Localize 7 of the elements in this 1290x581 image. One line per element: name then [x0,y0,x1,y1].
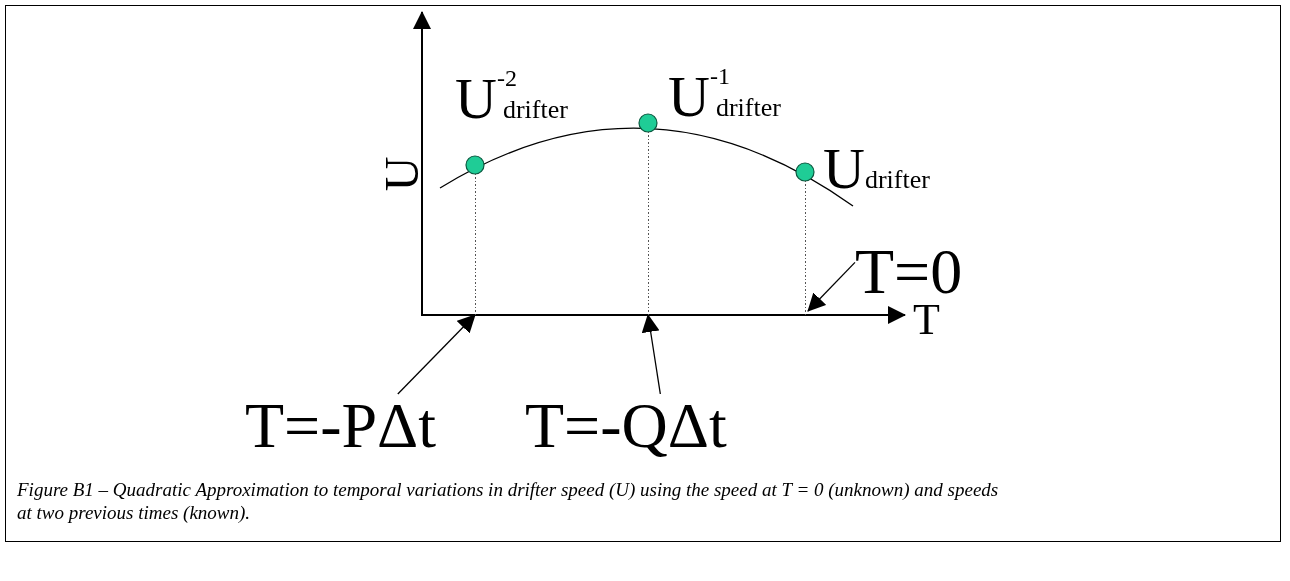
leader-arrow [641,314,661,395]
leader-arrow [807,261,856,312]
leader-arrow [397,314,476,395]
axis-label: T=-PΔt [245,394,437,458]
axis-title: U [378,156,427,192]
axis-label: T=-QΔt [525,394,727,458]
caption: Figure B1 – Quadratic Approximation to temporal variations in drifter speed (U) using the speed at T = 0 (unknown) and speeds at two previous times (known). [17,478,1000,524]
